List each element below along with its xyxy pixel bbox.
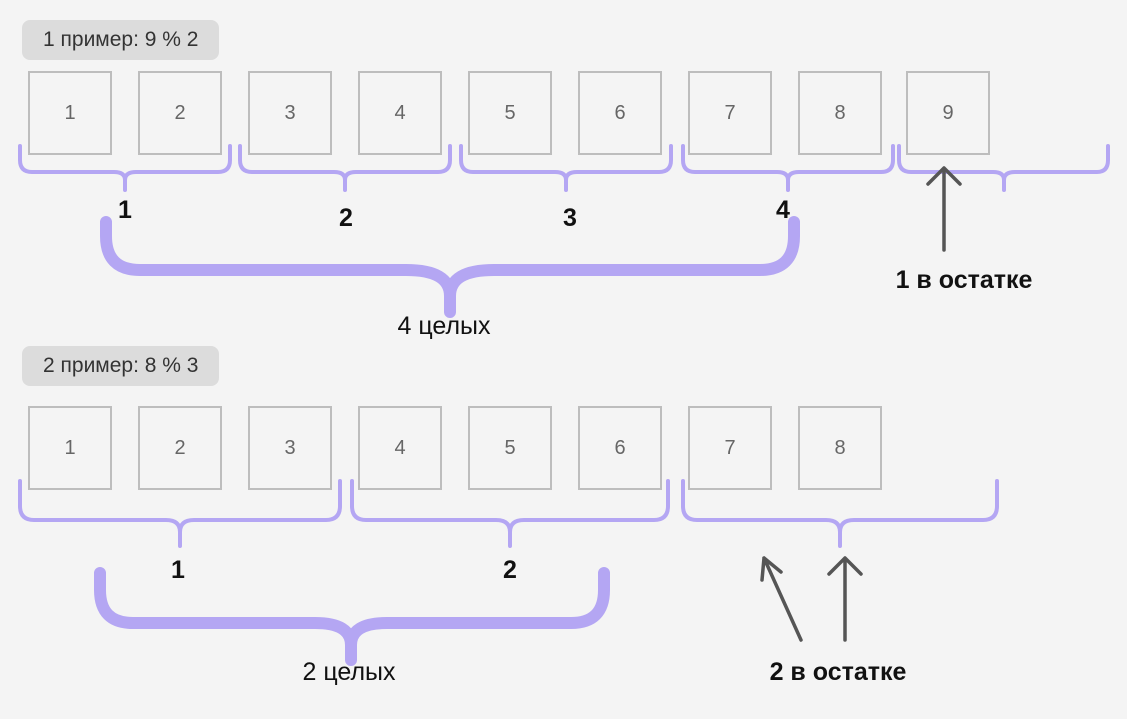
ex1-pair-brace: [681, 144, 895, 192]
ex1-total-brace: [100, 216, 800, 318]
ex1-cell: 5: [468, 71, 552, 155]
ex1-cell: 7: [688, 71, 772, 155]
ex1-group-label: 2: [339, 204, 353, 232]
ex1-cell: 3: [248, 71, 332, 155]
ex1-cell: 4: [358, 71, 442, 155]
ex1-group-label: 1: [118, 196, 132, 224]
ex2-cell: 5: [468, 406, 552, 490]
ex1-cell: 9: [906, 71, 990, 155]
ex1-group-label: 3: [563, 204, 577, 232]
ex1-remainder-brace: [897, 144, 1110, 192]
ex2-cell: 8: [798, 406, 882, 490]
ex2-cell: 6: [578, 406, 662, 490]
ex1-remainder-arrow: [926, 166, 962, 252]
ex2-remainder-arrow: [760, 556, 803, 642]
ex2-cell: 7: [688, 406, 772, 490]
ex2-cell: 2: [138, 406, 222, 490]
ex1-cell: 8: [798, 71, 882, 155]
ex1-pair-brace: [459, 144, 673, 192]
ex1-total-caption: 4 целых: [397, 312, 491, 340]
ex2-group-label: 1: [171, 556, 185, 584]
example-1-title: 1 пример: 9 % 2: [22, 20, 220, 60]
ex2-group-label: 2: [503, 556, 517, 584]
ex2-remainder-caption: 2 в остатке: [769, 658, 907, 686]
ex1-group-label: 4: [776, 196, 790, 224]
ex1-cell: 2: [138, 71, 222, 155]
ex1-pair-brace: [238, 144, 452, 192]
ex2-total-brace: [94, 567, 610, 666]
ex1-remainder-caption: 1 в остатке: [895, 266, 1033, 294]
ex2-cell: 4: [358, 406, 442, 490]
ex1-cell: 1: [28, 71, 112, 155]
ex2-triple-brace: [350, 479, 670, 548]
ex1-pair-brace: [18, 144, 232, 192]
ex1-cell: 6: [578, 71, 662, 155]
example-2-title: 2 пример: 8 % 3: [22, 346, 220, 386]
ex2-remainder-brace: [681, 479, 999, 548]
ex2-triple-brace: [18, 479, 342, 548]
ex2-cell: 1: [28, 406, 112, 490]
ex2-remainder-arrow: [827, 556, 863, 642]
ex2-cell: 3: [248, 406, 332, 490]
